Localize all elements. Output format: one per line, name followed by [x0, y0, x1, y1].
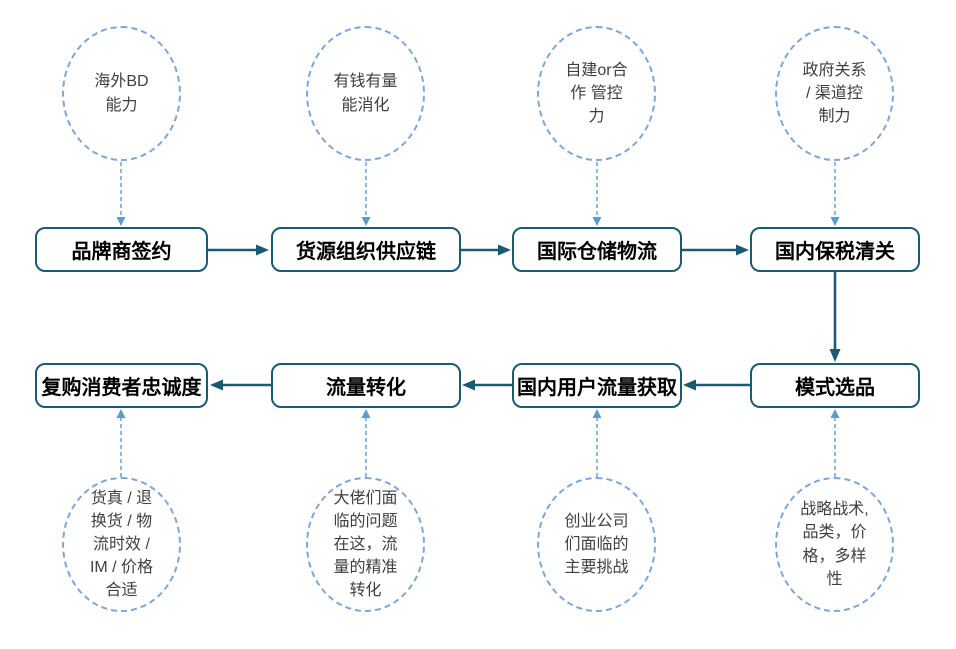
flow-box-traffic-conversion: 流量转化: [271, 363, 461, 408]
solid-arrowhead-row1-1: [256, 244, 269, 256]
solid-arrowhead-row1-3: [736, 244, 749, 256]
factor-circle-overseas-bd: 海外BD 能力: [62, 26, 181, 161]
factor-circle-funding-volume: 有钱有量 能消化: [306, 26, 425, 161]
dashed-arrowhead-top-4: [830, 217, 840, 226]
flow-box-brand-signing: 品牌商签约: [35, 227, 208, 272]
dashed-arrowhead-top-2: [361, 217, 371, 226]
flow-box-repurchase-loyalty: 复购消费者忠诚度: [35, 363, 208, 408]
flow-box-domestic-user-traffic: 国内用户流量获取: [512, 363, 682, 408]
dashed-arrowhead-bottom-4: [830, 409, 840, 418]
factor-circle-authenticity-service: 货真 / 退 换货 / 物 流时效 / IM / 价格 合适: [62, 477, 181, 612]
factor-circle-giants-problem: 大佬们面 临的问题 在这，流 量的精准 转化: [306, 477, 425, 612]
flow-box-supply-chain: 货源组织供应链: [271, 227, 461, 272]
flow-box-intl-warehouse-logistics: 国际仓储物流: [512, 227, 682, 272]
dashed-arrowhead-bottom-3: [592, 409, 602, 418]
dashed-arrowhead-bottom-1: [116, 409, 126, 418]
flow-box-mode-selection: 模式选品: [750, 363, 920, 408]
factor-circle-strategy-category: 战略战术, 品类，价 格，多样 性: [775, 477, 894, 612]
dashed-arrowhead-top-3: [592, 217, 602, 226]
solid-arrowhead-row2-1: [210, 379, 223, 391]
solid-arrowhead-down: [829, 349, 841, 362]
dashed-arrowhead-top-1: [116, 217, 126, 226]
factor-circle-government-channel: 政府关系 / 渠道控 制力: [775, 26, 894, 161]
factor-circle-build-or-partner: 自建or合 作 管控 力: [537, 26, 656, 161]
factor-circle-startup-challenge: 创业公司 们面临的 主要挑战: [537, 477, 656, 612]
solid-arrowhead-row2-3: [683, 379, 696, 391]
solid-arrowhead-row1-2: [498, 244, 511, 256]
solid-arrowhead-row2-2: [462, 379, 475, 391]
dashed-arrowhead-bottom-2: [361, 409, 371, 418]
flow-box-domestic-bonded-customs: 国内保税清关: [750, 227, 920, 272]
